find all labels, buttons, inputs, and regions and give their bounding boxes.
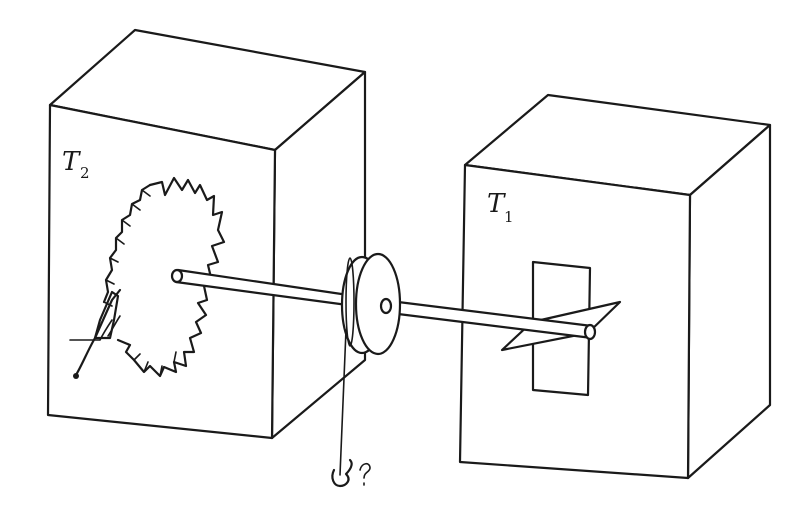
label-t1-sub: 1 (504, 208, 514, 226)
pulley-hub (381, 299, 391, 313)
axle-right-end (585, 325, 595, 339)
pulley-front-face (356, 254, 400, 354)
pawl-pivot (73, 373, 79, 379)
label-t2-sub: 2 (80, 164, 90, 182)
axle-left-end (172, 270, 182, 282)
weight-mark (360, 464, 370, 485)
label-t2-main: T (62, 147, 81, 177)
pulley (342, 254, 400, 354)
hanging-weight (332, 460, 351, 486)
left-box-front-face (48, 105, 275, 438)
right-box (460, 95, 770, 478)
left-box (48, 30, 365, 438)
